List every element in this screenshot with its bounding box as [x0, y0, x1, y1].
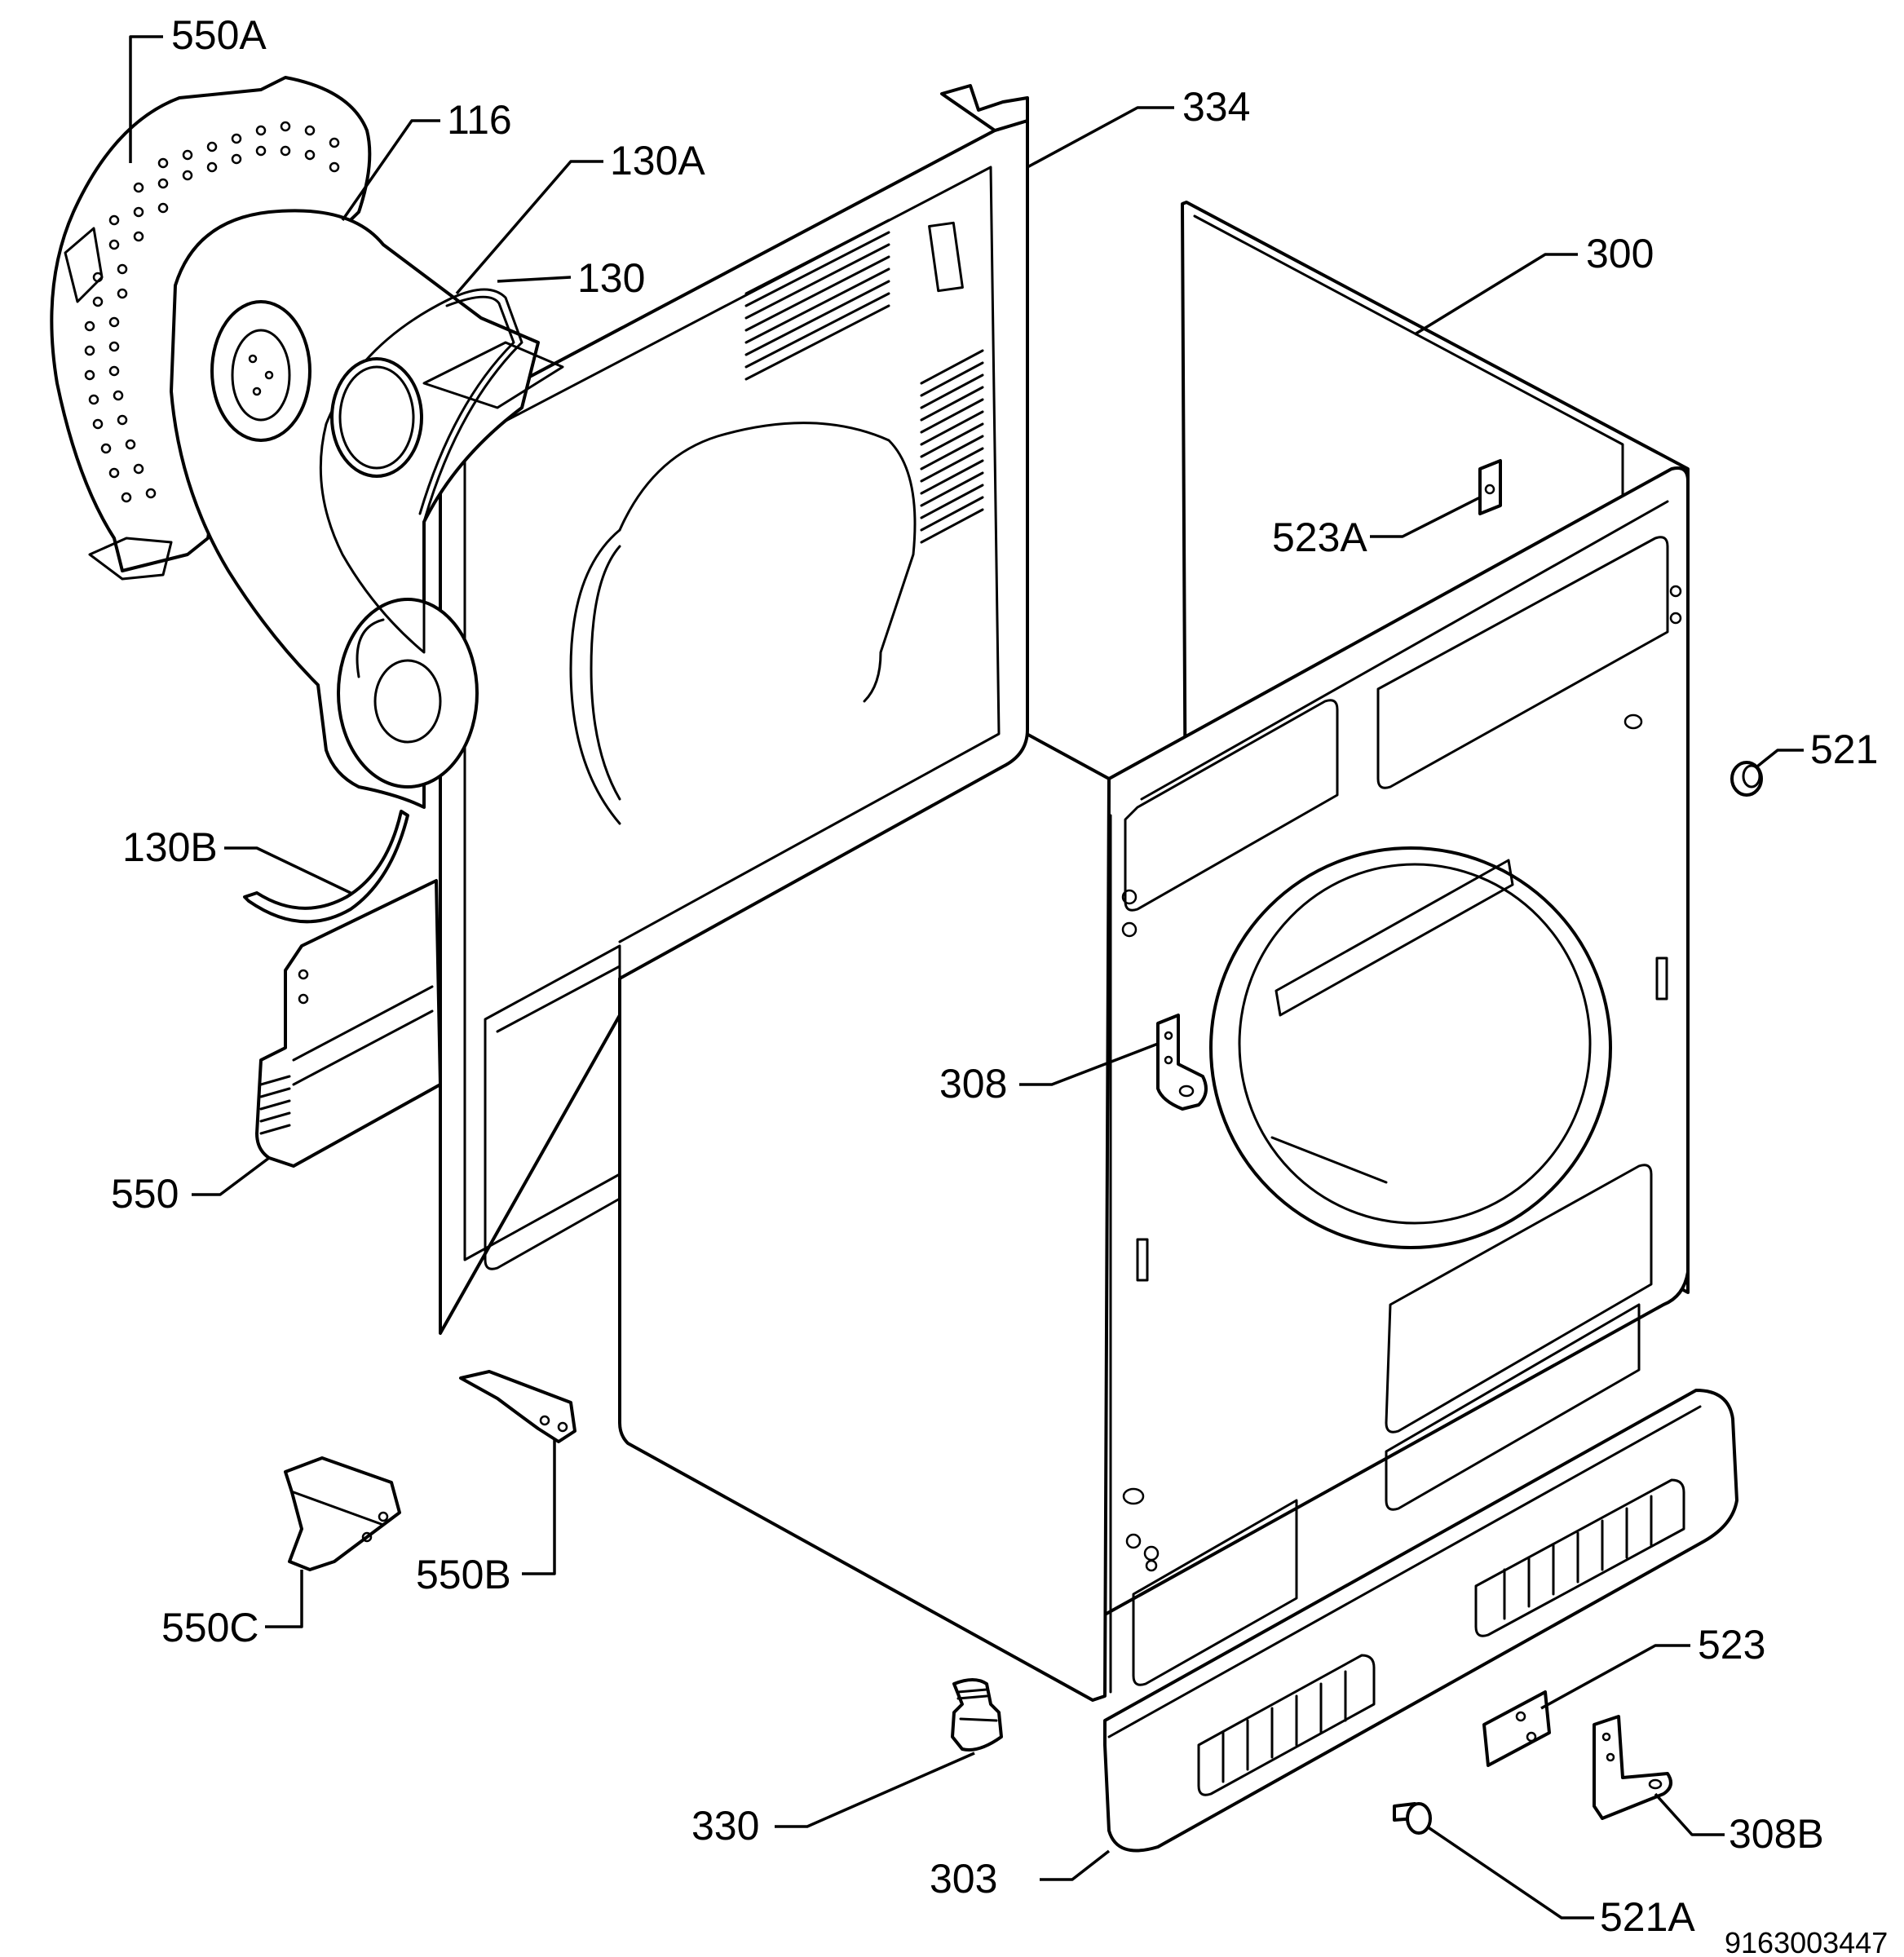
label-550A: 550A — [171, 12, 267, 58]
rear-panel-334 — [422, 84, 1029, 1335]
foot-330 — [951, 1678, 1003, 1752]
label-130: 130 — [577, 255, 645, 301]
latch-550C — [284, 1456, 401, 1571]
part-labels: 550A 116 130A 130 334 300 523A 521 130B … — [111, 12, 1888, 1957]
label-521A: 521A — [1600, 1894, 1695, 1940]
label-130B: 130B — [122, 824, 218, 870]
filter-housing-550 — [255, 879, 442, 1168]
label-523A: 523A — [1272, 515, 1367, 560]
latch-550B — [459, 1370, 577, 1443]
clip-523A — [1478, 459, 1502, 515]
label-550: 550 — [111, 1171, 179, 1217]
document-number: 9163003447 — [1725, 1926, 1888, 1957]
screw-521A — [1393, 1802, 1432, 1835]
label-300: 300 — [1586, 231, 1654, 276]
label-523: 523 — [1698, 1622, 1765, 1668]
label-308B: 308B — [1729, 1811, 1824, 1857]
fan-duct-116 — [170, 209, 540, 809]
label-130A: 130A — [610, 138, 705, 183]
label-308: 308 — [939, 1061, 1007, 1107]
plug-521 — [1730, 761, 1763, 797]
label-521: 521 — [1810, 727, 1878, 772]
seal-130 — [330, 341, 564, 478]
bracket-308B — [1593, 1715, 1672, 1820]
cabinet-300 — [618, 201, 1690, 1702]
leader-lines — [129, 35, 1804, 1919]
perforation-pattern — [84, 121, 340, 503]
label-330: 330 — [691, 1803, 759, 1849]
bracket-308 — [1156, 1014, 1208, 1111]
label-116: 116 — [447, 97, 512, 143]
clip-130B — [243, 810, 409, 924]
label-303: 303 — [930, 1856, 997, 1902]
label-550B: 550B — [416, 1552, 511, 1597]
plate-523 — [1482, 1690, 1551, 1767]
rear-vents — [744, 219, 984, 544]
plinth-303 — [1103, 1389, 1738, 1853]
label-334: 334 — [1182, 84, 1250, 130]
label-550C: 550C — [161, 1605, 259, 1650]
